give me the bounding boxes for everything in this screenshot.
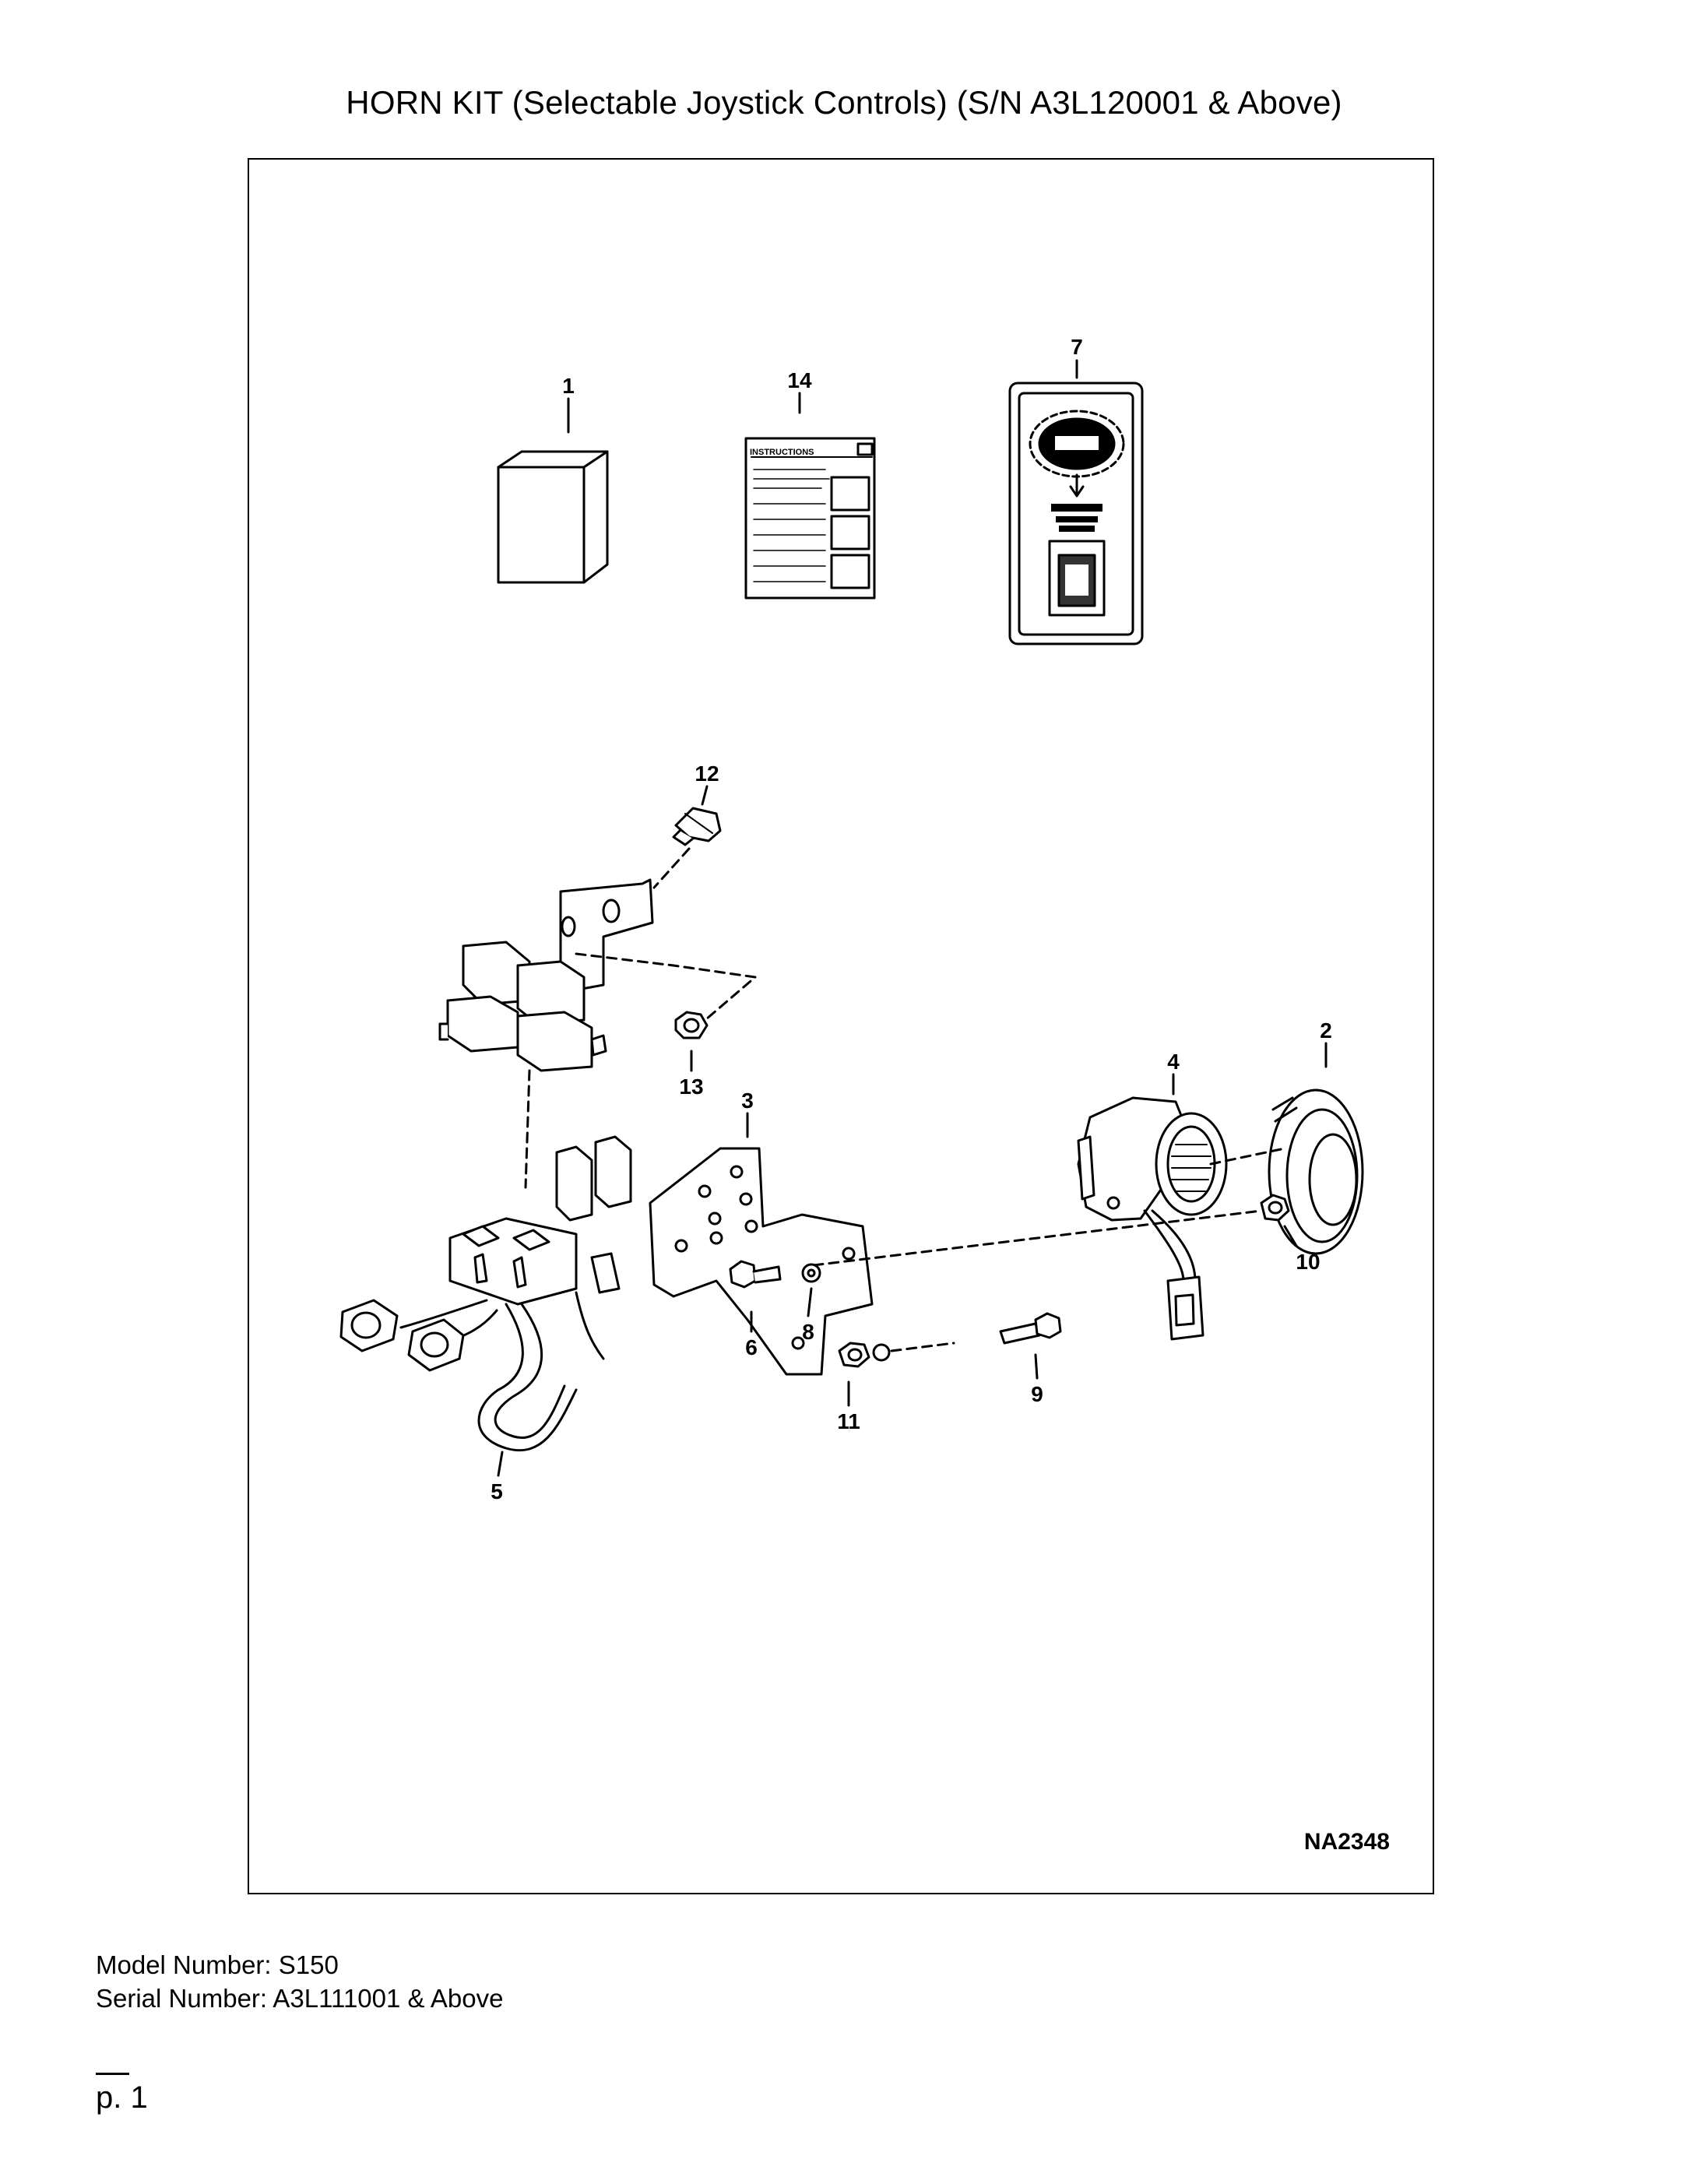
callout-12: 12 xyxy=(695,761,719,786)
serial-number: Serial Number: A3L111001 & Above xyxy=(96,1984,504,2013)
page-title: HORN KIT (Selectable Joystick Controls) … xyxy=(346,84,1342,121)
dash-bracket xyxy=(575,952,757,1025)
model-number: Model Number: S150 xyxy=(96,1950,339,1979)
callout-9: 9 xyxy=(1031,1382,1043,1406)
callout-4: 4 xyxy=(1167,1050,1180,1074)
instructions-label: INSTRUCTIONS xyxy=(750,448,814,457)
part-2-seal xyxy=(1268,1088,1364,1255)
part-6-bolt xyxy=(729,1260,782,1289)
leader-9 xyxy=(1034,1353,1039,1380)
callout-13: 13 xyxy=(679,1074,703,1099)
callout-2: 2 xyxy=(1320,1018,1332,1043)
leader-8 xyxy=(807,1287,813,1317)
dash-bracket-horn xyxy=(812,1209,1263,1267)
leader-12 xyxy=(701,785,709,806)
callout-3: 3 xyxy=(741,1088,754,1113)
callout-1: 1 xyxy=(562,374,575,398)
drawing-number: NA2348 xyxy=(1303,1829,1390,1855)
page-number-rule xyxy=(96,2073,129,2075)
parts-diagram-frame: INSTRUCTIONS xyxy=(248,158,1434,1894)
callout-8: 8 xyxy=(802,1320,814,1344)
part-3-bracket xyxy=(649,1147,874,1376)
part-12-bolt xyxy=(672,807,722,846)
part-13-nut xyxy=(674,1011,709,1039)
part-1-box xyxy=(497,450,609,584)
dash-relay-harness xyxy=(524,1069,531,1189)
dash-horn-seal xyxy=(1209,1147,1286,1166)
dash-12 xyxy=(652,847,691,889)
leader-10 xyxy=(1283,1225,1298,1247)
part-10-nut xyxy=(1260,1194,1290,1222)
callout-11: 11 xyxy=(837,1409,860,1433)
callout-5: 5 xyxy=(491,1479,503,1503)
part-9-bolt xyxy=(999,1312,1062,1345)
callout-6: 6 xyxy=(745,1335,758,1359)
part-5-harness xyxy=(339,1135,632,1452)
part-8-washer xyxy=(801,1263,821,1283)
relay-bracket-assembly xyxy=(438,878,654,1072)
part-7-decal xyxy=(1008,382,1144,645)
parts-diagram: INSTRUCTIONS xyxy=(339,335,1364,1503)
callout-10: 10 xyxy=(1296,1250,1320,1274)
callout-7: 7 xyxy=(1071,335,1083,359)
callout-14: 14 xyxy=(787,368,812,392)
leader-5 xyxy=(497,1451,504,1477)
part-11-nut xyxy=(838,1342,955,1368)
part-4-horn xyxy=(1077,1096,1228,1341)
part-14-instructions: INSTRUCTIONS xyxy=(744,437,876,600)
footer-meta: Model Number: S150 Serial Number: A3L111… xyxy=(96,1948,503,2015)
page-number: p. 1 xyxy=(96,2080,148,2115)
